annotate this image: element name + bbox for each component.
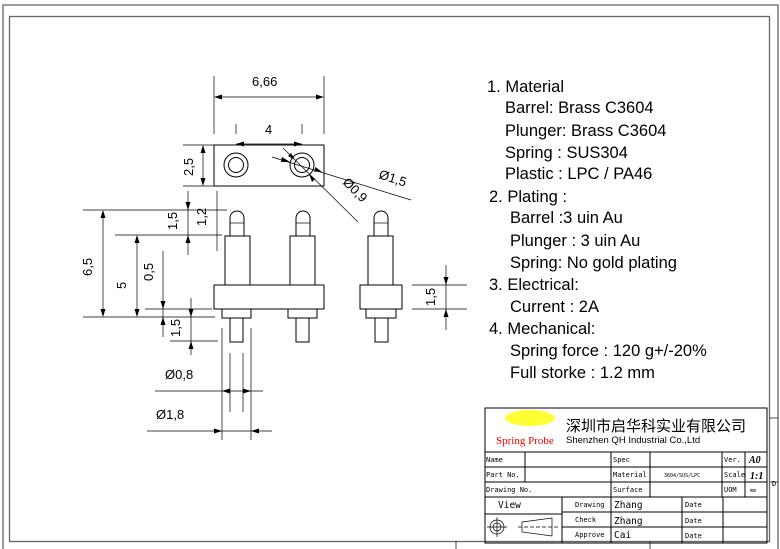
note-line: Barrel :3 uin Au: [510, 209, 623, 227]
dim-overall-width: 6,66: [252, 74, 277, 89]
dim-tail-length: 1,5: [168, 319, 183, 337]
logo-mark: [505, 410, 555, 426]
note-heading-plating: 2. Plating :: [489, 188, 567, 206]
note-heading-electrical: 3. Electrical:: [489, 276, 579, 294]
view-label: View: [498, 500, 521, 511]
logo-text: Spring Probe: [496, 435, 554, 447]
drawing-no-label: Drawing No.: [486, 486, 532, 494]
note-line: Spring: No gold plating: [510, 254, 677, 272]
zone-mark: D: [772, 480, 776, 488]
check-by: Zhang: [614, 516, 643, 527]
dim-head-height: 1,2: [194, 208, 209, 226]
note-line: Spring force : 120 g+/-20%: [510, 342, 707, 360]
company-name-cn: 深圳市启华科实业有限公司: [566, 417, 746, 435]
spec-label: Spec: [613, 456, 630, 464]
projection-symbol-icon: [487, 517, 558, 537]
title-block: Spring Probe 深圳市启华科实业有限公司 Shenzhen QH In…: [484, 407, 768, 544]
dim-stroke-top: 1,5: [165, 212, 180, 230]
inner-frame: [8, 15, 771, 543]
name-label: Name: [486, 456, 503, 464]
dim-body-height: 5: [114, 282, 129, 289]
note-line: Plunger: Brass C3604: [505, 122, 666, 140]
dim-plastic-height: 2,5: [181, 158, 196, 176]
note-heading-material: 1. Material: [487, 78, 564, 96]
note-heading-mechanical: 4. Mechanical:: [489, 320, 595, 338]
uom-value: mm: [750, 488, 756, 494]
company-name-en: Shenzhen QH Industrial Co.,Ltd: [566, 435, 700, 446]
note-line: Current : 2A: [510, 298, 599, 316]
note-line: Plunger : 3 uin Au: [510, 232, 640, 250]
ver-value: A0: [748, 455, 761, 466]
outer-frame: [2, 4, 779, 549]
drawing-by: Zhang: [614, 500, 643, 511]
specification-notes: 1. Material Barrel: Brass C3604 Plunger:…: [487, 78, 707, 382]
note-line: Spring : SUS304: [505, 144, 628, 162]
dim-outer-diameter: Ø1,5: [377, 167, 408, 190]
date-label: Date: [685, 532, 702, 540]
dim-total-height: 6,5: [80, 258, 95, 276]
check-label: Check: [575, 516, 597, 524]
uom-label: UOM: [724, 486, 737, 494]
side-view-double-pin: [213, 210, 325, 343]
approve-label: Approve: [575, 531, 605, 539]
part-no-label: Part No.: [486, 471, 520, 479]
surface-label: Surface: [613, 486, 643, 494]
dim-offset: 0,5: [141, 263, 156, 281]
note-line: Barrel: Brass C3604: [505, 99, 654, 117]
scale-label: Scale: [724, 471, 745, 479]
scale-value: 1:1: [750, 471, 763, 482]
date-label: Date: [685, 517, 702, 525]
drawing-label: Drawing: [575, 501, 605, 509]
dim-pitch: 4: [265, 122, 272, 137]
date-label: Date: [685, 501, 702, 509]
dim-collar-diameter: Ø1,8: [156, 407, 184, 422]
ver-label: Ver.: [724, 456, 741, 464]
side-dimensions: 6,5 5 0,5 1,5 1,2 1,5 1,5 Ø0,8 Ø1,8: [80, 191, 467, 440]
side-view-single-pin: [359, 210, 403, 343]
approve-by: Cai: [614, 530, 631, 541]
dim-base-height: 1,5: [423, 288, 438, 306]
material-value: 3604/SUS/LPC: [664, 473, 700, 479]
top-view: 6,66 4 2,5 Ø1,5 Ø0,9: [181, 74, 412, 223]
dim-tail-diameter: Ø0,8: [165, 367, 193, 382]
note-line: Plastic : LPC / PA46: [505, 165, 652, 183]
material-label: Material: [613, 471, 647, 479]
note-line: Full storke : 1.2 mm: [510, 364, 655, 382]
